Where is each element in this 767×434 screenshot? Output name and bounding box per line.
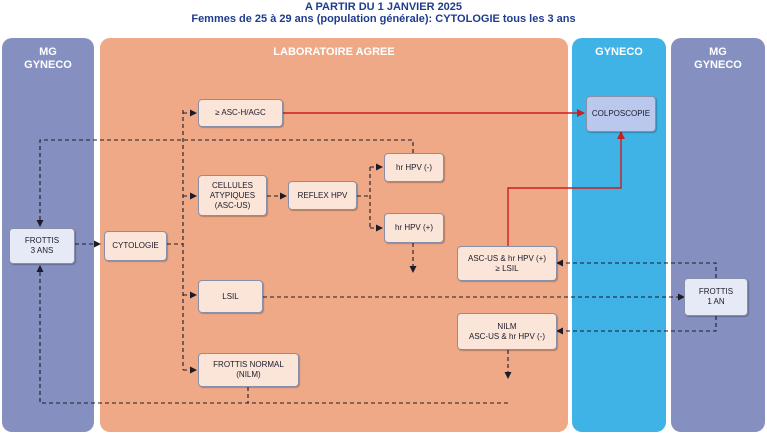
frottis-3-ans-box: FROTTIS 3 ANS [9, 228, 75, 264]
cellules-atypiques-box: CELLULES ATYPIQUES (ASC-US) [198, 175, 267, 216]
hr-hpv-negative-box: hr HPV (-) [384, 153, 444, 182]
arrow-frottis-1an-to-asc-us [556, 259, 717, 278]
column-label-gyneco: GYNECO [572, 46, 666, 59]
column-laboratoire-agree [100, 38, 568, 432]
column-label-left: MG GYNECO [2, 46, 94, 72]
arrow-hpv-neg-to-frottis [36, 139, 414, 227]
frottis-1-an-label: FROTTIS 1 AN [698, 287, 734, 306]
header-title: A PARTIR DU 1 JANVIER 2025 [304, 1, 463, 13]
column-label-right: MG GYNECO [671, 46, 765, 72]
arrow-frottis-1an-to-nilm [556, 316, 717, 335]
asc-h-agc-label: ≥ ASC-H/AGC [215, 108, 266, 117]
colposcopie-box: COLPOSCOPIE [586, 96, 656, 132]
frottis-3-ans-label: FROTTIS 3 ANS [24, 236, 60, 255]
frottis-normal-box: FROTTIS NORMAL (NILM) [198, 353, 299, 387]
column-label-lab: LABORATOIRE AGREE [100, 46, 568, 59]
column-label-lab-line1: LABORATOIRE AGREE [273, 46, 395, 58]
frottis-1-an-box: FROTTIS 1 AN [684, 278, 748, 316]
column-label-left-line2: GYNECO [24, 59, 72, 71]
header-subtitle: Femmes de 25 à 29 ans (population généra… [191, 13, 576, 25]
nilm-asc-us-hpv-negative-label: NILM ASC-US & hr HPV (-) [468, 321, 545, 341]
cytologie-box: CYTOLOGIE [104, 231, 167, 261]
reflex-hpv-label: REFLEX HPV [297, 190, 348, 200]
cytologie-label: CYTOLOGIE [112, 241, 159, 250]
hr-hpv-positive-label: hr HPV (+) [394, 223, 433, 232]
column-label-left-line1: MG [39, 46, 57, 58]
lsil-box: LSIL [198, 280, 263, 313]
frottis-normal-label: FROTTIS NORMAL (NILM) [213, 360, 284, 379]
nilm-asc-us-hpv-negative-box: NILM ASC-US & hr HPV (-) [457, 313, 557, 350]
column-label-right-line1: MG [709, 46, 727, 58]
asc-us-hpv-positive-lsil-label: ASC-US & hr HPV (+) ≥ LSIL [467, 253, 546, 273]
hr-hpv-negative-label: hr HPV (-) [396, 162, 432, 172]
column-mg-gyneco-right [671, 38, 765, 432]
hr-hpv-positive-box: hr HPV (+) [384, 213, 444, 243]
arrow-nilm-return [36, 265, 508, 404]
lsil-label: LSIL [222, 291, 239, 301]
column-label-right-line2: GYNECO [694, 59, 742, 71]
colposcopie-label: COLPOSCOPIE [591, 109, 651, 118]
reflex-hpv-box: REFLEX HPV [288, 181, 357, 210]
cellules-atypiques-label: CELLULES ATYPIQUES (ASC-US) [209, 180, 256, 210]
asc-us-hpv-positive-lsil-box: ASC-US & hr HPV (+) ≥ LSIL [457, 246, 557, 281]
arrow-asc-us-to-colposcopie [507, 131, 625, 246]
asc-h-agc-box: ≥ ASC-H/AGC [198, 99, 283, 127]
column-label-gyneco-line1: GYNECO [595, 46, 643, 58]
